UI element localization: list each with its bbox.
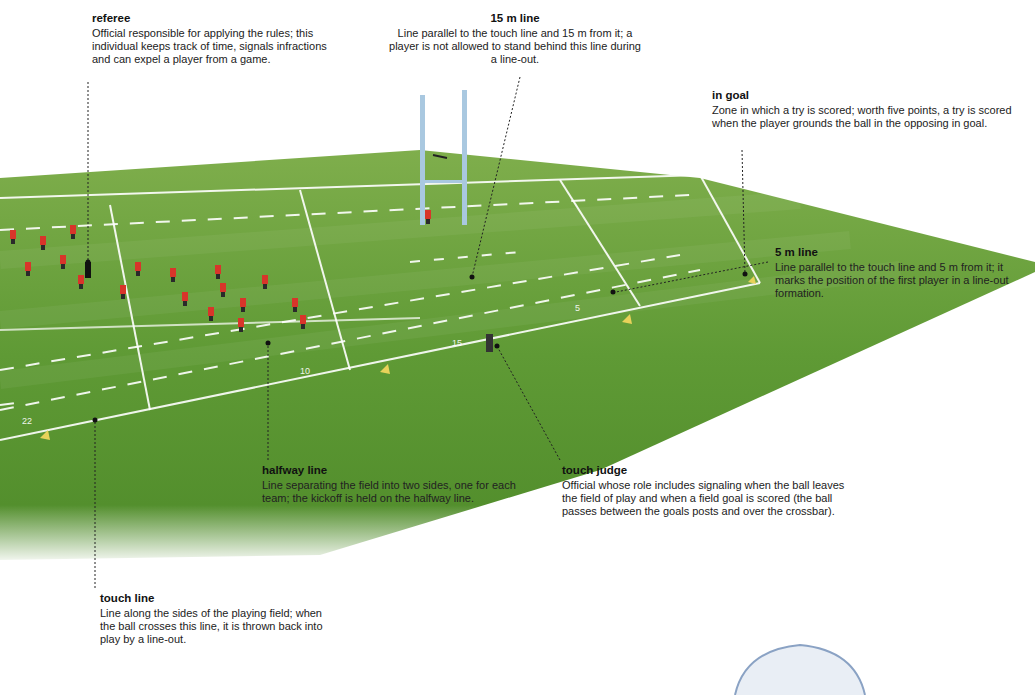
callout-heading: 5 m line [775, 246, 1030, 259]
callout-body: Line parallel to the touch line and 15 m… [385, 27, 645, 66]
grass [0, 150, 1035, 560]
field-lines [0, 175, 760, 440]
field-number: 15 [452, 338, 482, 348]
callout-body: Official responsible for applying the ru… [92, 27, 332, 66]
callout-body: Line separating the field into two sides… [262, 479, 527, 505]
ball-emblem [735, 645, 865, 695]
callout-body: Zone in which a try is scored; worth fiv… [712, 104, 1012, 130]
mow-stripes [0, 200, 900, 380]
callout-heading: referee [92, 12, 332, 25]
touch-judge-figure [486, 334, 493, 352]
field-number: 10 [300, 366, 330, 376]
callout-body: Line parallel to the touch line and 5 m … [775, 261, 1030, 300]
callout-heading: halfway line [262, 464, 527, 477]
goal-posts [420, 90, 467, 225]
callout-heading: touch judge [562, 464, 862, 477]
leader-dots [86, 260, 748, 423]
callout-heading: 15 m line [385, 12, 645, 25]
callout-heading: touch line [100, 592, 335, 605]
field-number: 22 [22, 416, 52, 426]
players [10, 210, 493, 352]
callout-body: Line along the sides of the playing fiel… [100, 607, 335, 646]
callout-heading: in goal [712, 89, 1012, 102]
grass-fade [0, 505, 600, 565]
callout-body: Official whose role includes signaling w… [562, 479, 862, 518]
corner-flags [40, 276, 756, 440]
field-number: 5 [575, 303, 605, 313]
